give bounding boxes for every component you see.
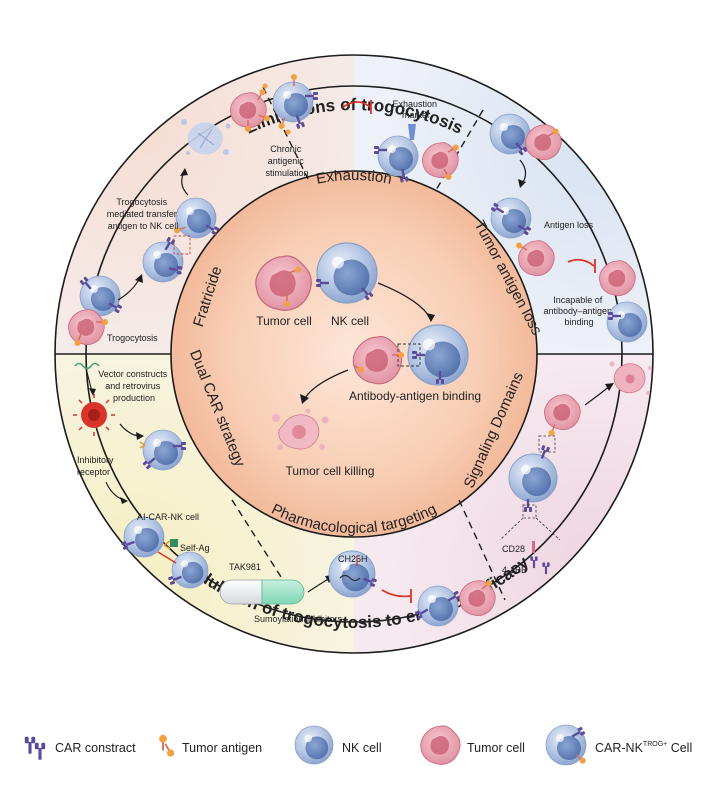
svg-text:CAR-NKTROG+ Cell: CAR-NKTROG+ Cell bbox=[595, 741, 692, 755]
label-cd28: CD28 bbox=[502, 544, 525, 554]
label-tak981: TAK981 bbox=[229, 562, 261, 572]
svg-text:CAR constract: CAR constract bbox=[55, 741, 136, 755]
lysed-tumor-cell bbox=[609, 361, 652, 395]
svg-text:NK cell: NK cell bbox=[342, 741, 382, 755]
legend-tumor-cell: Tumor cell bbox=[420, 725, 525, 765]
label-tumor-cell: Tumor cell bbox=[256, 314, 312, 328]
antigen-loss-panel: Antigen loss Incapable of antibody–antig… bbox=[489, 113, 648, 343]
exhaustion-marker-icon bbox=[408, 124, 416, 140]
label-sumoylation: Sumoylation inhibitors bbox=[254, 614, 343, 624]
label-self-ag: Self-Ag bbox=[180, 543, 210, 553]
killed-tumor-cell bbox=[272, 408, 329, 450]
label-ch25h: CH25H bbox=[338, 554, 368, 564]
label-chronic-stimulation: Chronic antigenic stimulation bbox=[265, 144, 308, 178]
label-4-1bb: 4-1BB bbox=[502, 565, 527, 575]
pharmacological-panel: TAK981 Sumoylation inhibitors CH25H bbox=[219, 550, 496, 627]
svg-text:Tumor cell: Tumor cell bbox=[467, 741, 525, 755]
dual-car-panel: Vector constructs and retrovirus product… bbox=[73, 362, 210, 589]
vector-icon bbox=[74, 362, 100, 370]
self-ag-icon bbox=[170, 539, 178, 547]
segment-exhaustion: Exhaustion bbox=[315, 167, 394, 188]
legend-tumor-antigen: Tumor antigen bbox=[158, 733, 262, 759]
center-panel: Tumor cell NK cell Antibody-antigen bind… bbox=[255, 242, 481, 478]
legend-car-construct: CAR constract bbox=[24, 736, 136, 760]
legend: CAR constract Tumor antigen NK cell Tumo… bbox=[24, 724, 692, 766]
label-incapable: Incapable of antibody–antigen binding bbox=[543, 295, 614, 327]
label-trogo-transfer: Trogocytosis mediated transfer antigen t… bbox=[107, 197, 180, 231]
legend-car-nk-trog: CAR-NKTROG+ Cell bbox=[545, 724, 692, 766]
label-vector: Vector constructs and retrovirus product… bbox=[98, 369, 170, 403]
label-trogocytosis: Trogocytosis bbox=[107, 333, 158, 343]
signaling-panel: CD28 4-1BB bbox=[499, 361, 652, 575]
exhaustion-panel: Chronic antigenic stimulation Exhaustion… bbox=[229, 73, 461, 183]
legend-nk-cell: NK cell bbox=[294, 725, 382, 765]
lysed-nk-cell bbox=[181, 119, 231, 155]
label-binding: Antibody-antigen binding bbox=[349, 389, 481, 403]
label-antigen-loss: Antigen loss bbox=[544, 220, 594, 230]
retrovirus-icon bbox=[73, 394, 115, 436]
label-nk-cell: NK cell bbox=[331, 314, 369, 328]
label-inhibitory-receptor: Inhibitory receptor bbox=[77, 455, 116, 477]
svg-text:Tumor antigen: Tumor antigen bbox=[182, 741, 262, 755]
fratricide-panel: Trogocytosis mediated transfer antigen t… bbox=[67, 119, 231, 348]
label-ai-car: AI-CAR-NK cell bbox=[137, 512, 199, 522]
cd28-icon bbox=[532, 541, 535, 553]
label-exhaustion-marker: Exhaustion marker bbox=[392, 99, 439, 120]
label-tumor-killing: Tumor cell killing bbox=[286, 464, 375, 478]
pill-icon bbox=[219, 579, 305, 605]
